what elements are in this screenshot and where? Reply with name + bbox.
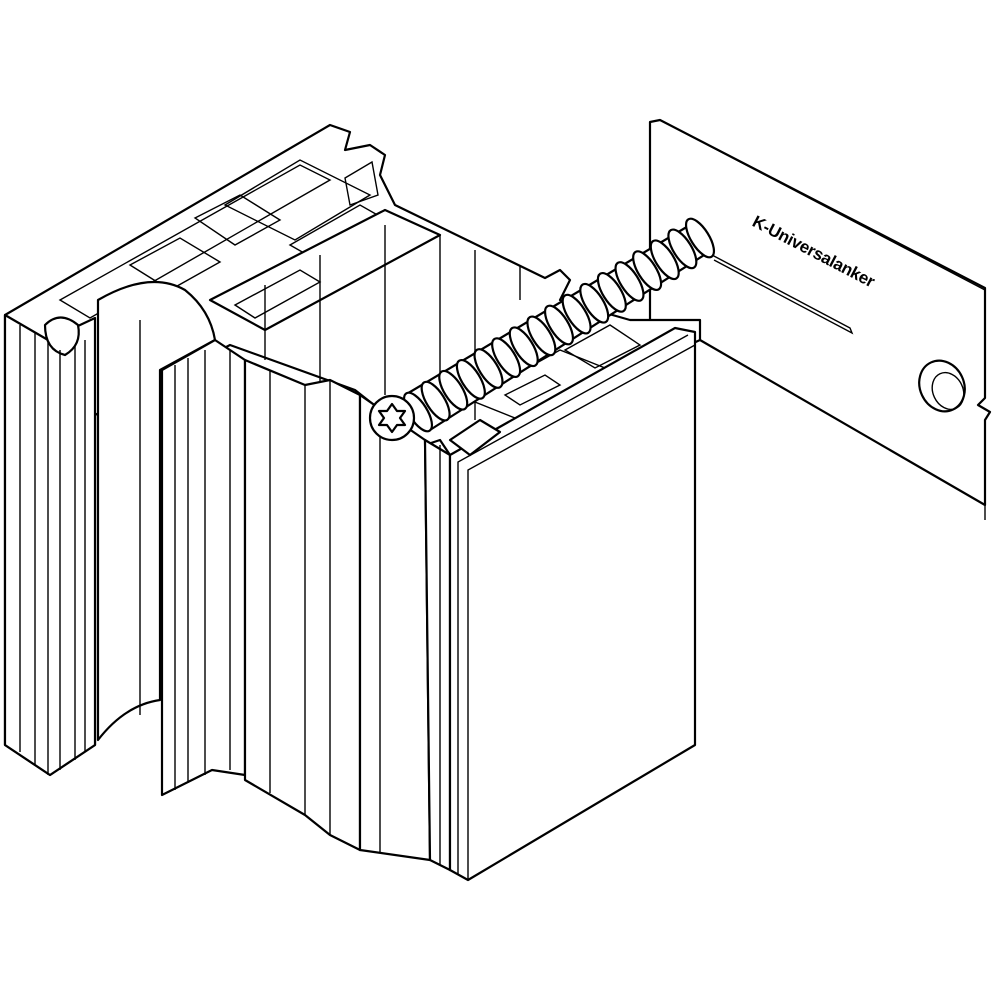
screw-thread: [632, 250, 663, 291]
anchor-screw: [368, 217, 716, 442]
screw-thread: [420, 380, 451, 422]
screw-thread: [491, 337, 522, 378]
screw-thread: [543, 304, 575, 346]
screw-thread: [649, 239, 680, 281]
screw-thread: [438, 369, 469, 411]
screw-thread: [526, 315, 557, 357]
screw-thread: [561, 293, 592, 335]
torx-drive-icon: [377, 402, 407, 434]
anchor-plate: [648, 118, 992, 520]
screw-thread: [473, 348, 504, 389]
screw-thread: [508, 326, 539, 368]
profile-front-face: [448, 326, 697, 882]
screw-thread: [455, 359, 486, 400]
frame-profile: [3, 123, 702, 777]
screw-thread: [614, 261, 645, 302]
screw-thread: [596, 272, 627, 313]
sash-profile: [160, 338, 452, 872]
screw-thread: [579, 282, 610, 324]
screw-thread: [667, 228, 698, 270]
screw-thread: [684, 217, 716, 259]
